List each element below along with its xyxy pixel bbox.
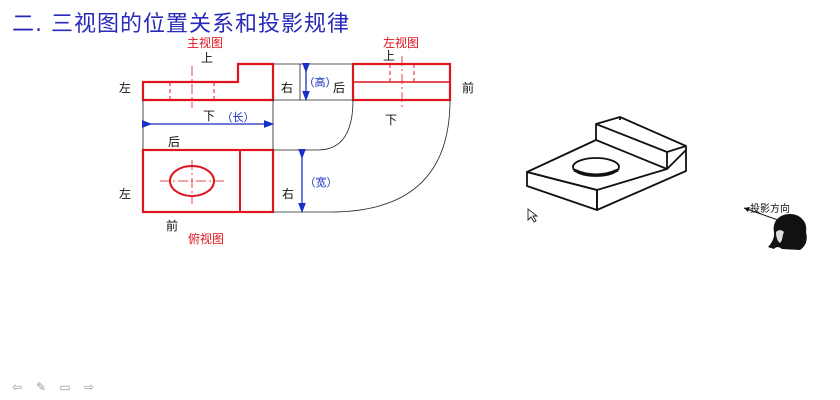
mouse-cursor-icon (527, 208, 539, 223)
slide-menu-button[interactable]: ▭ (59, 380, 71, 394)
width-label: （宽） (305, 175, 338, 189)
side-label-front: 前 (462, 80, 474, 95)
length-label: （长） (222, 111, 255, 124)
height-label: （高） (304, 75, 337, 89)
slide-nav: ⇦ ✎ ▭ ⇨ (8, 380, 98, 394)
prev-slide-button[interactable]: ⇦ (11, 380, 23, 394)
top-view-outline (141, 148, 275, 214)
isometric-model (526, 116, 687, 211)
top-view-title: 俯视图 (188, 231, 224, 246)
next-slide-button[interactable]: ⇨ (83, 380, 95, 394)
projection-direction-label: 投影方向 (750, 202, 790, 215)
side-label-top: 上 (383, 49, 395, 63)
pen-tool-button[interactable]: ✎ (35, 380, 47, 394)
side-view (351, 56, 452, 108)
top-label-front: 前 (166, 218, 178, 233)
top-label-right: 右 (282, 186, 294, 201)
slide-title: 二. 三视图的位置关系和投影规律 (12, 12, 350, 37)
top-label-left: 左 (119, 186, 131, 201)
projection-arrow-icon (743, 207, 779, 221)
viewer-figure: 投影方向 (743, 202, 807, 250)
dimension-lines (141, 62, 310, 214)
front-view (141, 62, 275, 108)
front-label-left: 左 (119, 80, 131, 95)
top-label-back: 后 (168, 135, 180, 149)
side-label-back: 后 (333, 81, 345, 95)
front-label-right: 右 (281, 80, 293, 95)
side-label-bottom: 下 (385, 113, 397, 127)
top-view (141, 148, 275, 214)
front-view-title: 主视图 (187, 35, 223, 50)
side-view-title: 左视图 (383, 35, 419, 50)
projection-lines (142, 63, 451, 213)
front-label-bottom: 下 (203, 109, 215, 123)
front-label-top: 上 (201, 51, 213, 65)
viewer-head-icon (768, 214, 807, 250)
